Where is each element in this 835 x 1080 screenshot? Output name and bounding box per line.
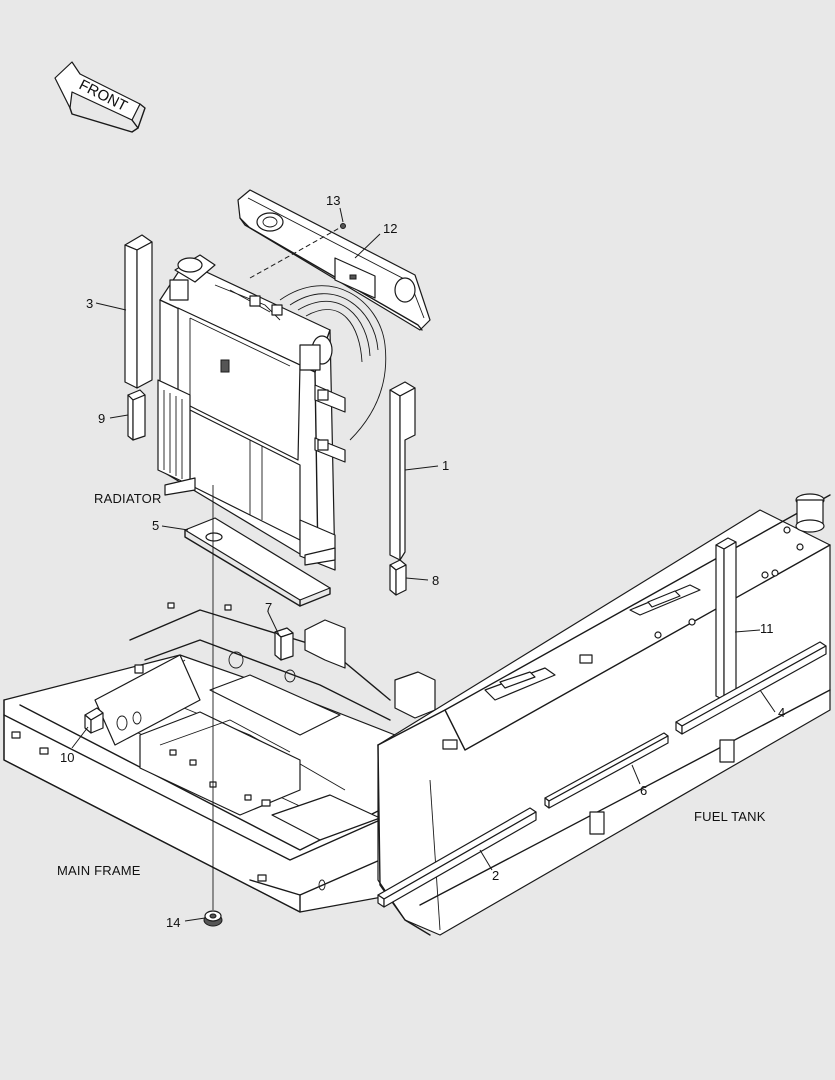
block-part-7 — [274, 627, 294, 661]
seal-part-6 — [544, 732, 669, 809]
callout-5: 5 — [152, 518, 159, 533]
label-fuel-tank: FUEL TANK — [694, 809, 766, 824]
callout-11: 11 — [760, 621, 774, 636]
callout-10: 10 — [60, 750, 74, 765]
callout-1: 1 — [442, 458, 449, 473]
callout-9: 9 — [98, 411, 105, 426]
seal-part-8 — [389, 559, 407, 596]
seal-part-11 — [715, 537, 737, 701]
seal-part-3 — [124, 234, 153, 389]
callout-2: 2 — [492, 868, 499, 883]
seal-part-1 — [389, 381, 416, 561]
radiator — [157, 254, 387, 571]
cover-plate — [237, 189, 431, 331]
grommet-part-14 — [203, 910, 223, 927]
seal-part-9 — [127, 389, 146, 441]
front-arrow: FRONT — [54, 61, 146, 133]
callout-8: 8 — [432, 573, 439, 588]
block-part-10 — [84, 707, 104, 734]
callout-6: 6 — [640, 783, 647, 798]
plate-part-5 — [184, 517, 331, 607]
bolt-part-13 — [340, 223, 346, 229]
assembly-line-13 — [249, 225, 344, 279]
main-frame — [3, 602, 436, 913]
callout-7: 7 — [265, 600, 272, 615]
callout-13: 13 — [326, 193, 340, 208]
callout-3: 3 — [86, 296, 93, 311]
label-radiator: RADIATOR — [94, 491, 162, 506]
leader-lines — [71, 207, 776, 922]
callout-12: 12 — [383, 221, 397, 236]
seal-part-4 — [675, 641, 827, 735]
seal-part-2 — [377, 807, 537, 908]
callout-14: 14 — [166, 915, 180, 930]
label-main-frame: MAIN FRAME — [57, 863, 141, 878]
callout-4: 4 — [778, 705, 785, 720]
